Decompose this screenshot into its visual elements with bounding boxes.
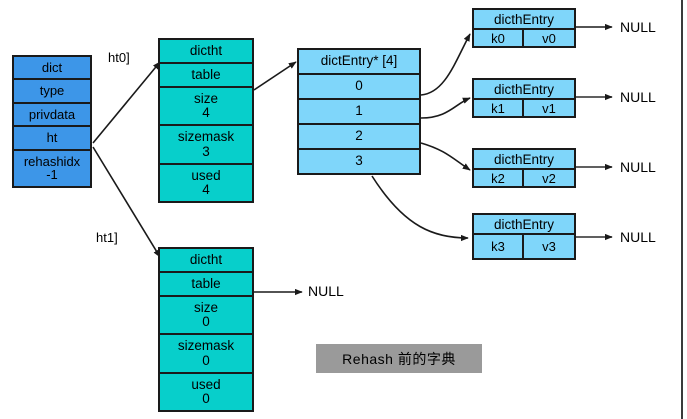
dict-entry-2-kv: k2 v2	[474, 170, 574, 186]
ht1-table-null-label: NULL	[308, 283, 344, 299]
dict-entry-2-value: v2	[542, 170, 556, 186]
ht1-field-size-value: 0	[202, 314, 210, 330]
ht0-field-sizemask: sizemask 3	[160, 126, 252, 165]
dict-entry-0-title: dicthEntry	[474, 10, 574, 30]
ht1-field-size-name: size	[193, 300, 218, 316]
ht0-field-sizemask-value: 3	[202, 143, 210, 159]
dict-field-rehashidx: rehashidx -1	[14, 151, 90, 186]
ht1-field-table: table	[160, 273, 252, 298]
ht1-field-size: size 0	[160, 297, 252, 336]
ht1-field-sizemask-value: 0	[202, 352, 210, 368]
dict-entry-3-title: dicthEntry	[474, 215, 574, 235]
dict-title: dict	[14, 57, 90, 81]
ht0-field-size: size 4	[160, 88, 252, 127]
ht0-field-size-value: 4	[202, 105, 210, 121]
bucket-slot-3: 3	[355, 153, 363, 169]
ht0-field-table: table	[160, 64, 252, 89]
bucket-array-title: dictEntry* [4]	[299, 50, 419, 75]
dict-entry-node-0: dicthEntry k0 v0	[472, 8, 576, 48]
dict-field-rehashidx-name: rehashidx	[23, 153, 81, 169]
ht1-dictht-box: dictht table size 0 sizemask 0 used 0	[158, 247, 254, 412]
dict-entry-1-next-null: NULL	[620, 89, 656, 105]
dict-entry-2-next-null: NULL	[620, 159, 656, 175]
ht1-field-used: used 0	[160, 374, 252, 410]
ht0-field-used-value: 4	[202, 181, 210, 197]
dict-entry-2-key: k2	[474, 170, 524, 186]
dict-field-rehashidx-value: -1	[46, 167, 58, 183]
ht0-title: dictht	[160, 40, 252, 65]
ht1-field-used-value: 0	[202, 390, 210, 406]
dict-entry-1-kv: k1 v1	[474, 100, 574, 116]
dict-entry-node-3: dicthEntry k3 v3	[472, 213, 576, 260]
bucket-array-box: dictEntry* [4] 0 1 2 3	[297, 48, 421, 175]
ht1-pointer-label: ht1]	[96, 230, 118, 245]
dict-entry-3-key: k3	[474, 235, 524, 258]
ht0-field-size-name: size	[193, 91, 218, 107]
ht0-field-sizemask-name: sizemask	[177, 129, 235, 145]
ht0-field-used-name: used	[191, 167, 221, 183]
dict-struct-box: dict type privdata ht rehashidx -1	[12, 55, 92, 188]
dict-entry-0-key: k0	[474, 30, 524, 46]
ht1-title: dictht	[160, 249, 252, 274]
dict-entry-node-1: dicthEntry k1 v1	[472, 78, 576, 118]
dict-entry-3-next-null: NULL	[620, 229, 656, 245]
dict-field-ht: ht	[14, 127, 90, 151]
ht1-field-sizemask: sizemask 0	[160, 335, 252, 374]
dict-entry-3-value: v3	[542, 239, 556, 254]
ht0-pointer-label: ht0]	[108, 50, 130, 65]
diagram-caption: Rehash 前的字典	[316, 344, 482, 373]
dict-entry-1-title: dicthEntry	[474, 80, 574, 100]
ht1-field-sizemask-name: sizemask	[177, 338, 235, 354]
dict-field-type: type	[14, 80, 90, 104]
dict-entry-3-kv: k3 v3	[474, 235, 574, 258]
ht0-dictht-box: dictht table size 4 sizemask 3 used 4	[158, 38, 254, 203]
dict-entry-1-key: k1	[474, 100, 524, 116]
dict-entry-2-title: dicthEntry	[474, 150, 574, 170]
dict-entry-0-value: v0	[542, 30, 556, 46]
dict-entry-1-value: v1	[542, 100, 556, 116]
dict-entry-node-2: dicthEntry k2 v2	[472, 148, 576, 188]
dict-field-privdata: privdata	[14, 104, 90, 128]
bucket-slot-1: 1	[299, 100, 419, 125]
ht1-field-used-name: used	[191, 376, 221, 392]
dict-entry-0-kv: k0 v0	[474, 30, 574, 46]
right-edge-rule	[681, 0, 683, 419]
ht0-field-used: used 4	[160, 165, 252, 201]
dict-entry-0-next-null: NULL	[620, 19, 656, 35]
bucket-slot-0: 0	[299, 75, 419, 100]
bucket-slot-2: 2	[299, 125, 419, 150]
